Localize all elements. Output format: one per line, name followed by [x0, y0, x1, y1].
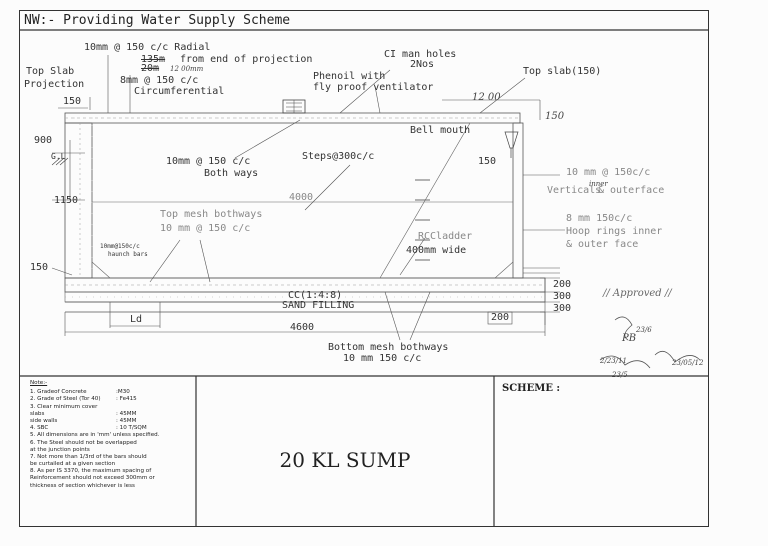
hoop-2: Hoop rings inner [566, 226, 663, 237]
scheme-label: SCHEME : [502, 383, 561, 394]
note-item: side walls : 45MM [30, 418, 190, 425]
dim-150-left: 150 [30, 262, 49, 273]
note-item: 7. Not more than 1/3rd of the bars shoul… [30, 454, 190, 461]
rcc-ladder-1: RCCladder [418, 231, 473, 242]
signature-date-2: 23/5 [612, 371, 628, 379]
note-value: : Fe415 [116, 396, 137, 403]
note-text: thickness of section whichever is less [30, 482, 135, 489]
ci-manholes-2: 2Nos [410, 59, 435, 70]
dim-300-b: 300 [553, 303, 572, 314]
hoop-3: & outer face [566, 239, 639, 250]
strike-20: 20m [141, 63, 160, 74]
note-item: slabs : 45MM [30, 411, 190, 418]
signature-date-1: 23/6 [636, 326, 652, 334]
top-mesh-2: 10 mm @ 150 c/c [160, 223, 251, 234]
top-slab-projection-1: Top Slab [26, 66, 75, 77]
bothways-1: 10mm @ 150 c/c [166, 156, 251, 167]
strike-135: 135m [141, 54, 166, 65]
top-mesh-1: Top mesh bothways [160, 209, 263, 220]
hoop-1: 8 mm 150c/c [566, 213, 633, 224]
bothways-2: Both ways [204, 168, 259, 179]
note-item: be curtailed at a given section [30, 461, 190, 468]
ld-label: Ld [130, 314, 143, 325]
sump-title: 20 KL SUMP [279, 448, 411, 472]
note-value: : 45MM [116, 417, 137, 424]
note-text: side walls [30, 417, 58, 424]
note-item: 3. Clear minimum cover [30, 404, 190, 411]
dim-150-inner: 150 [478, 156, 497, 167]
note-value: : 45MM [116, 410, 137, 417]
note-text: 7. Not more than 1/3rd of the bars shoul… [30, 453, 147, 460]
note-text: 6. The Steel should not be overlapped [30, 439, 137, 446]
note-item: at the junction points [30, 447, 190, 454]
drawing-title: NW:- Providing Water Supply Scheme [24, 13, 291, 28]
circ-label-1: 8mm @ 150 c/c [120, 75, 199, 86]
note-text: be curtailed at a given section [30, 461, 116, 468]
dim-1200: 12 00 [472, 92, 501, 103]
note-text: 1. Gradeof Concrete [30, 389, 87, 396]
signature-pb: PB [622, 333, 637, 344]
verticals-3: & outerface [598, 185, 665, 196]
from-end-label: from end of projection [180, 54, 313, 65]
note-text: 3. Clear minimum cover [30, 403, 98, 410]
note-text: 5. All dimensions are in 'mm' unless spe… [30, 432, 160, 439]
signature-date-3: 2/23/11 [600, 357, 627, 365]
cc-label: CC(1:4:8) [288, 290, 343, 301]
ci-manholes-1: CI man holes [384, 49, 457, 60]
approved-stamp: // Approved // [603, 288, 672, 299]
bottom-mesh-1: Bottom mesh bothways [328, 342, 449, 353]
note-text: Reinforcement should not exceed 300mm or [30, 475, 155, 482]
note-text: at the junction points [30, 446, 90, 453]
radial-label: 10mm @ 150 c/c Radial [84, 42, 211, 53]
bell-mouth [504, 131, 519, 149]
bottom-mesh-2: 10 mm 150 c/c [343, 353, 422, 364]
verticals-inner-hand: inner [589, 180, 608, 188]
note-item: 2. Grade of Steel (Tor 40) : Fe415 [30, 396, 190, 403]
dim-150-right: 150 [545, 111, 565, 122]
note-text: 4. SBC [30, 425, 49, 432]
phenoil-2: fly proof ventilator [313, 82, 434, 93]
sheet-frame [19, 10, 709, 527]
note-text: 8. As per IS 3370, the maximum spacing o… [30, 468, 152, 475]
verticals-2: Verticals [547, 185, 602, 196]
sand-filling: SAND FILLING [282, 300, 355, 311]
note-value: :M30 [116, 389, 130, 396]
top-slab-150: Top slab(150) [523, 66, 602, 77]
dim-300-a: 300 [553, 291, 572, 302]
dim-200-right: 200 [553, 279, 572, 290]
dim-150-top: 150 [63, 96, 82, 107]
dim-4000: 4000 [289, 192, 314, 203]
note-item: Reinforcement should not exceed 300mm or [30, 475, 190, 482]
ground-level: G.L [51, 152, 66, 161]
verticals-1: 10 mm @ 150c/c [566, 167, 651, 178]
note-item: 4. SBC : 10 T/SQM [30, 425, 190, 432]
circ-label-2: Circumferential [134, 86, 225, 97]
note-text: slabs [30, 410, 45, 417]
hand-1200: 12 00mm [170, 65, 204, 73]
note-text: 2. Grade of Steel (Tor 40) [30, 396, 101, 403]
notes-heading: Note:- [30, 380, 48, 386]
rcc-ladder-2: 400mm wide [406, 245, 467, 256]
note-item: 5. All dimensions are in 'mm' unless spe… [30, 432, 190, 439]
note-item: 8. As per IS 3370, the maximum spacing o… [30, 468, 190, 475]
top-slab-projection-2: Projection [24, 79, 85, 90]
dim-900: 900 [34, 135, 53, 146]
signature-date-4: 23/05/12 [672, 359, 704, 367]
note-item: 1. Gradeof Concrete :M30 [30, 389, 190, 396]
dim-1150: 1150 [54, 195, 79, 206]
bell-mouth-label: Bell mouth [410, 125, 471, 136]
haunch-2: haunch bars [108, 251, 148, 258]
phenoil-1: Phenoil with [313, 71, 386, 82]
note-item: 6. The Steel should not be overlapped [30, 440, 190, 447]
haunch-1: 10mm@150c/c [100, 243, 140, 250]
dim-200-bottom: 200 [491, 312, 510, 323]
note-value: : 10 T/SQM [116, 425, 147, 432]
steps-label: Steps@300c/c [302, 151, 375, 162]
dim-4600: 4600 [290, 322, 315, 333]
note-item: thickness of section whichever is less [30, 483, 190, 490]
